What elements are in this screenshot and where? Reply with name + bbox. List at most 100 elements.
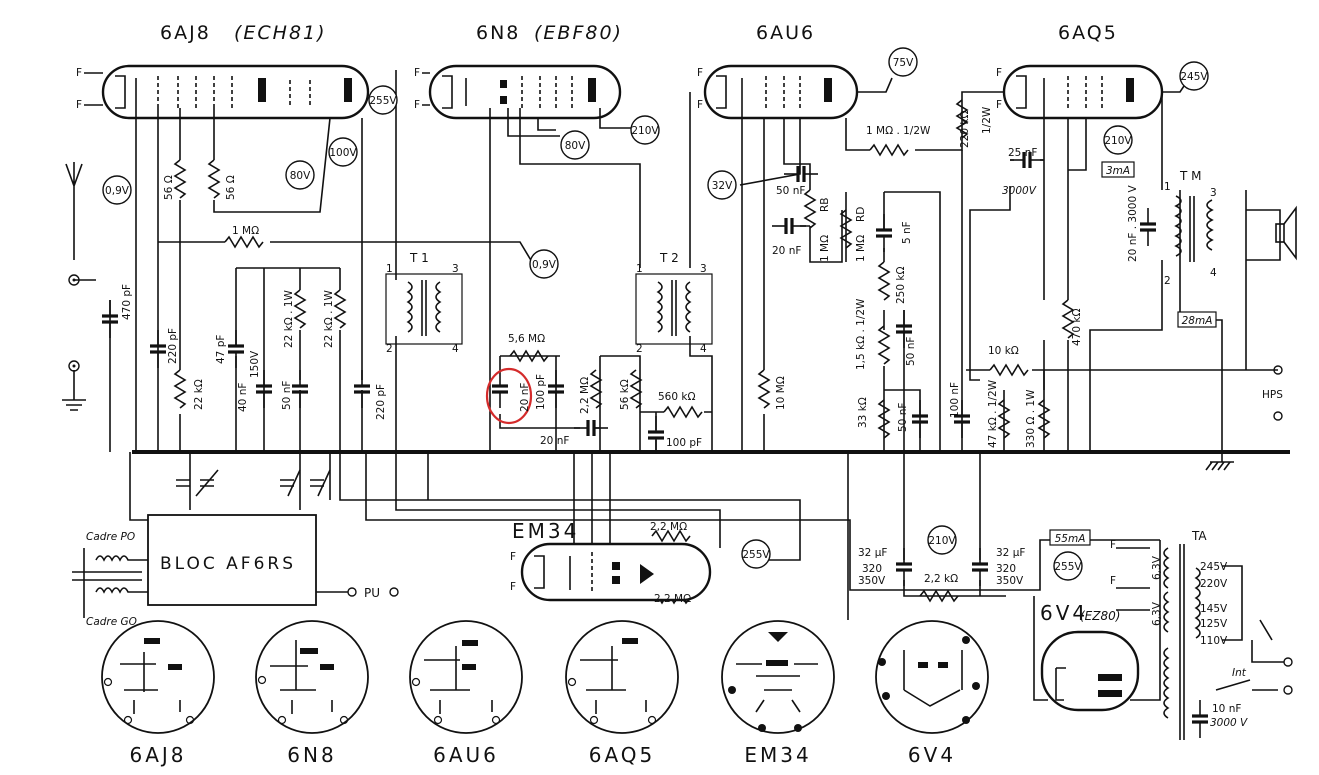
transformer-t2-label: T 2 — [659, 251, 679, 265]
component-label: 150V — [249, 350, 261, 378]
component-label: RD — [855, 207, 867, 222]
tuning-capacitor — [176, 469, 331, 497]
tube-alt-ebf80: (EBF80) — [534, 22, 623, 44]
pickup-terminal[interactable] — [347, 587, 357, 597]
component-label: 40 nF — [237, 383, 249, 412]
switch-label: Int — [1232, 667, 1247, 679]
pickup-label: PU — [364, 586, 380, 600]
hps-terminal[interactable] — [1273, 411, 1283, 421]
component-label: 22 kΩ . 1W — [283, 290, 295, 348]
heater-label: F — [697, 99, 703, 111]
speaker-icon — [1275, 205, 1297, 261]
component-label: 320 — [996, 563, 1016, 575]
component-label: 100 pF — [666, 437, 702, 449]
pin-label: 3 — [452, 263, 459, 275]
tube-title-6aj8: 6AJ8 — [160, 22, 211, 44]
hps-terminal[interactable] — [1273, 365, 1283, 375]
component-label: 10 MΩ — [775, 376, 787, 410]
socket-label: EM34 — [744, 743, 811, 767]
component-label: 50 nF — [281, 381, 293, 410]
transformer-ta — [1163, 544, 1284, 740]
socket-diagram-em34 — [721, 620, 835, 734]
tap-voltage: 125V — [1200, 618, 1228, 630]
component-label: 56 Ω — [225, 175, 237, 200]
component-label: 33 kΩ — [857, 397, 869, 428]
hps-label: HPS — [1262, 389, 1283, 401]
heater-label: F — [414, 67, 420, 79]
component-label: 10 nF — [1212, 703, 1241, 715]
component-label: 3000V — [1002, 185, 1037, 197]
component-label: 350V — [858, 575, 886, 587]
ground-terminal-icon — [62, 360, 86, 411]
component-label: 560 kΩ — [658, 391, 695, 403]
heater-label: F — [414, 99, 420, 111]
socket-label: 6V4 — [908, 743, 956, 767]
tube-title-6v4: 6V4 — [1040, 601, 1088, 625]
current-callouts: 3mA 28mA 55mA — [1049, 161, 1217, 546]
component-label: 20 nF — [540, 435, 569, 447]
pickup-terminal[interactable] — [389, 587, 399, 597]
tap-voltage: 220V — [1200, 578, 1228, 590]
tube-6n8 — [428, 64, 622, 120]
antenna-icon — [65, 162, 83, 286]
heater-label: F — [996, 99, 1002, 111]
heater-label: F — [510, 581, 516, 593]
component-label: 1 MΩ — [232, 225, 259, 237]
voltage-callout: 255V — [369, 95, 397, 107]
tap-voltage: 110V — [1200, 635, 1228, 647]
coil-block-label: BLOC AF6RS — [160, 554, 296, 574]
transformer-tm-label: T M — [1179, 169, 1202, 183]
component-label: 220 kΩ — [959, 111, 971, 148]
component-label: 50 nF — [905, 337, 917, 366]
component-label: 47 kΩ . 1/2W — [987, 379, 999, 448]
component-label: 470 kΩ — [1071, 309, 1083, 346]
transformer-t1 — [385, 273, 463, 345]
component-label: 2,2 MΩ — [579, 377, 591, 414]
socket-label: 6AU6 — [433, 743, 499, 767]
winding-label: 6,3V — [1151, 601, 1163, 626]
voltage-callout: 80V — [565, 140, 586, 152]
socket-label: 6N8 — [287, 743, 336, 767]
heater-label: F — [76, 99, 82, 111]
voltage-callout: 210V — [631, 125, 659, 137]
voltage-callout: 210V — [928, 535, 956, 547]
voltage-callout: 80V — [290, 170, 311, 182]
tube-alt-ez80: (EZ80) — [1080, 609, 1120, 623]
component-label: 20 nF — [772, 245, 801, 257]
heater-label: F — [1110, 575, 1116, 587]
current-callout: 55mA — [1055, 533, 1086, 545]
component-label: 3000 V — [1210, 717, 1248, 729]
coil-block — [147, 514, 317, 606]
pin-label: 3 — [700, 263, 707, 275]
component-label: 250 kΩ — [895, 267, 907, 304]
component-label: 25 nF — [1008, 147, 1037, 159]
transformer-t2 — [635, 273, 713, 345]
component-label: 1 MΩ — [855, 235, 867, 262]
component-label: 10 kΩ — [988, 345, 1019, 357]
ground-symbol — [1205, 452, 1234, 471]
pin-label: 4 — [700, 343, 707, 355]
wiring — [73, 70, 1281, 701]
pin-label: 2 — [1164, 275, 1171, 287]
pin-label: 1 — [1164, 181, 1171, 193]
component-label: 220 pF — [375, 384, 387, 420]
transformer-t1-label: T 1 — [409, 251, 429, 265]
socket-diagram-6aj8 — [101, 620, 215, 734]
pin-label: 2 — [386, 343, 393, 355]
pin-label: 2 — [636, 343, 643, 355]
mains-switch-icon[interactable] — [1215, 657, 1293, 695]
component-label: 1 MΩ — [819, 235, 831, 262]
component-label: 1 MΩ . 1/2W — [866, 125, 931, 137]
tap-voltage: 145V — [1200, 603, 1228, 615]
socket-diagram-6aq5 — [565, 620, 679, 734]
pin-label: 1 — [386, 263, 393, 275]
tube-6aq5 — [1002, 64, 1164, 120]
component-label: 330 Ω . 1W — [1025, 389, 1037, 448]
voltage-callout: 245V — [1180, 71, 1208, 83]
voltage-callout: 75V — [893, 57, 914, 69]
socket-label: 6AJ8 — [129, 743, 186, 767]
pin-label: 3 — [1210, 187, 1217, 199]
voltage-callout: 0,9V — [105, 185, 130, 197]
voltage-callout: 255V — [1054, 561, 1082, 573]
